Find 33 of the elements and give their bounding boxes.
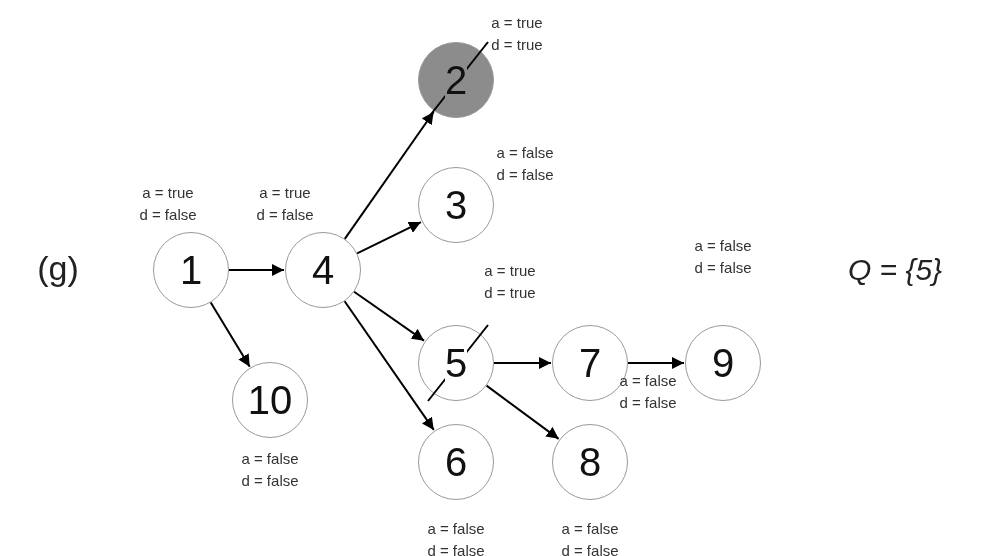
- state-annotation: a = false: [619, 371, 677, 391]
- arrow: [627, 357, 685, 369]
- state-annotation: d = false: [694, 258, 752, 278]
- arrow: [356, 221, 422, 255]
- state-annotation: d = false: [561, 541, 619, 556]
- arrow: [343, 300, 435, 431]
- arrow: [485, 384, 560, 440]
- graph-node-circle: [285, 232, 361, 308]
- arrow: [343, 110, 435, 240]
- arrow: [228, 264, 285, 276]
- state-annotation: a = true: [142, 183, 194, 203]
- state-annotation: a = true: [484, 261, 536, 281]
- state-annotation: a = true: [491, 13, 543, 33]
- arrow: [353, 290, 426, 342]
- arrow: [209, 301, 251, 368]
- state-annotation: d = false: [256, 205, 314, 225]
- state-annotation: d = true: [484, 283, 536, 303]
- state-annotation: a = false: [427, 519, 485, 539]
- state-annotation: d = false: [139, 205, 197, 225]
- state-annotation: d = false: [496, 165, 554, 185]
- arrow: [493, 357, 552, 369]
- state-annotation: a = false: [241, 449, 299, 469]
- graph-node-circle: [418, 325, 494, 401]
- queue-label: Q = {5}: [847, 253, 943, 287]
- state-annotation: d = false: [241, 471, 299, 491]
- state-annotation: a = false: [694, 236, 752, 256]
- state-annotation: d = true: [491, 35, 543, 55]
- state-annotation: d = false: [427, 541, 485, 556]
- panel-label: (g): [37, 248, 79, 288]
- state-annotation: d = false: [619, 393, 677, 413]
- state-annotation: a = true: [259, 183, 311, 203]
- state-annotation: a = false: [496, 143, 554, 163]
- state-annotation: a = false: [561, 519, 619, 539]
